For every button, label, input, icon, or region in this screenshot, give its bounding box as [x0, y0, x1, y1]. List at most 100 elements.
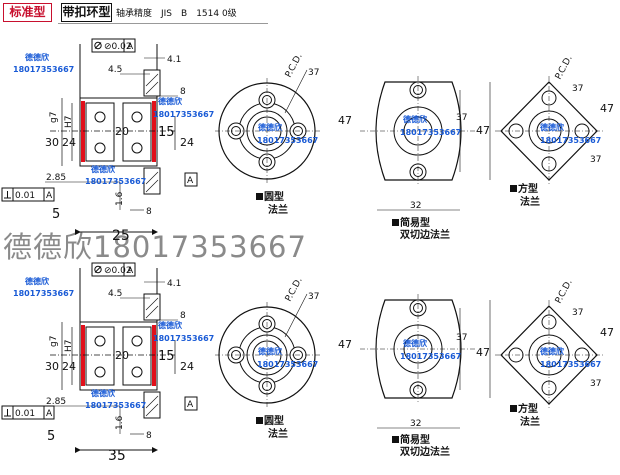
- dim-4-1: 4.1: [167, 55, 181, 65]
- svg-text:德德欣: 德德欣: [25, 276, 50, 286]
- simple-flange-top: 37 47 32 简易型 双切边法兰: [360, 76, 491, 241]
- svg-text:⊘0.02: ⊘0.02: [104, 266, 132, 276]
- svg-text:2.85: 2.85: [46, 397, 66, 407]
- pcd-label: P.C.D.: [284, 52, 305, 79]
- simple-label: 简易型: [400, 216, 430, 229]
- svg-text:g7: g7: [49, 336, 59, 347]
- svg-text:18017353667: 18017353667: [13, 289, 74, 298]
- svg-text:18017353667: 18017353667: [85, 177, 146, 186]
- square-label: 方型: [518, 182, 538, 195]
- svg-text:德德欣: 德德欣: [91, 388, 116, 398]
- svg-text:德德欣: 德德欣: [25, 52, 50, 62]
- svg-text:双切边法兰: 双切边法兰: [400, 445, 450, 458]
- svg-text:圆型: 圆型: [264, 414, 284, 427]
- svg-text:32: 32: [410, 201, 421, 211]
- round-flange-bottom: P.C.D. 37 47 圆型 法兰: [215, 276, 352, 440]
- dim-8-top: 8: [180, 87, 186, 97]
- svg-text:德德欣: 德德欣: [258, 346, 283, 356]
- svg-text:德德欣: 德德欣: [540, 346, 565, 356]
- svg-text:32: 32: [410, 419, 421, 429]
- svg-text:德德欣: 德德欣: [91, 164, 116, 174]
- svg-text:A: A: [187, 400, 194, 410]
- perp-value: 0.01: [15, 191, 35, 201]
- svg-text:15: 15: [158, 349, 175, 364]
- svg-text:8: 8: [146, 431, 152, 441]
- svg-text:37: 37: [572, 308, 583, 318]
- tolerance-value: ⊘0.02: [104, 42, 132, 52]
- svg-text:37: 37: [456, 333, 467, 343]
- H7-tol: H7: [64, 116, 74, 129]
- svg-text:37: 37: [308, 68, 319, 78]
- svg-text:18017353667: 18017353667: [257, 136, 318, 145]
- svg-text:24: 24: [180, 360, 194, 373]
- square-flange-bottom: P.C.D. 37 47 37 方型 法兰: [495, 278, 614, 428]
- svg-text:德德欣: 德德欣: [403, 338, 428, 348]
- svg-text:0.01: 0.01: [15, 409, 35, 419]
- svg-text:法兰: 法兰: [520, 195, 540, 208]
- svg-text:18017353667: 18017353667: [13, 65, 74, 74]
- upper-section-view: ⊘0.02 A 20: [1, 38, 198, 244]
- svg-text:47: 47: [338, 114, 352, 127]
- watermark-tags: 德德欣 18017353667 德德欣 18017353667 德德欣 1801…: [13, 52, 601, 410]
- svg-text:18017353667: 18017353667: [400, 128, 461, 137]
- dim-8-bottom: 8: [146, 207, 152, 217]
- lower-section-view: ⊘0.02 A 20 30 24 g7: [1, 262, 198, 464]
- svg-text:47: 47: [600, 102, 614, 115]
- svg-text:P.C.D.: P.C.D.: [554, 54, 575, 81]
- svg-text:20: 20: [115, 349, 129, 362]
- dim-2-85: 2.85: [46, 173, 66, 183]
- svg-text:德德欣: 德德欣: [258, 122, 283, 132]
- svg-text:47: 47: [600, 326, 614, 339]
- dim-5: 5: [52, 207, 60, 222]
- precision-text: 轴承精度 JIS B 1514 0级: [116, 9, 237, 19]
- outer-dia-30: 30: [45, 136, 59, 149]
- svg-text:18017353667: 18017353667: [257, 360, 318, 369]
- svg-text:30: 30: [45, 360, 59, 373]
- svg-text:37: 37: [308, 292, 319, 302]
- round-flange-top: P.C.D. 37 47 圆型 法兰: [215, 52, 352, 216]
- svg-text:4.5: 4.5: [108, 289, 122, 299]
- dim-4-5: 4.5: [108, 65, 122, 75]
- svg-text:德德欣: 德德欣: [403, 114, 428, 124]
- svg-text:法兰: 法兰: [520, 415, 540, 428]
- svg-text:德德欣: 德德欣: [158, 96, 183, 106]
- svg-text:24: 24: [62, 360, 76, 373]
- header-rule: [58, 23, 268, 24]
- svg-text:A: A: [127, 266, 134, 276]
- length-top: 25: [112, 228, 130, 244]
- rough-1-6: 1.6: [115, 191, 125, 206]
- simple-flange-bottom: 37 47 32 简易型 双切边法兰: [360, 294, 491, 458]
- round-label: 圆型: [264, 190, 284, 203]
- square-flange-top: P.C.D. 37 47 37 方型 法兰: [495, 54, 614, 208]
- svg-text:47: 47: [338, 338, 352, 351]
- outer-dia-24: 24: [62, 136, 76, 149]
- inner-dia-label: 20: [115, 125, 129, 138]
- type-tag: 标准型: [3, 3, 52, 22]
- svg-text:A: A: [46, 409, 53, 419]
- svg-text:双切边法兰: 双切边法兰: [400, 228, 450, 241]
- svg-text:18017353667: 18017353667: [540, 136, 601, 145]
- right-24: 24: [180, 136, 194, 149]
- svg-text:8: 8: [180, 311, 186, 321]
- datum-a-box: A: [187, 176, 194, 186]
- svg-text:德德欣: 德德欣: [158, 320, 183, 330]
- tolerance-datum: A: [127, 42, 134, 52]
- svg-text:18017353667: 18017353667: [400, 352, 461, 361]
- svg-text:1.6: 1.6: [115, 415, 125, 430]
- svg-text:4.1: 4.1: [167, 279, 181, 289]
- svg-text:37: 37: [590, 379, 601, 389]
- svg-text:18017353667: 18017353667: [540, 360, 601, 369]
- svg-text:H7: H7: [64, 340, 74, 353]
- svg-text:18017353667: 18017353667: [153, 334, 214, 343]
- svg-text:方型: 方型: [518, 402, 538, 415]
- g7-tol: g7: [49, 112, 59, 123]
- svg-text:18017353667: 18017353667: [153, 110, 214, 119]
- svg-text:法兰: 法兰: [268, 427, 288, 440]
- right-15: 15: [158, 125, 175, 140]
- svg-text:德德欣: 德德欣: [540, 122, 565, 132]
- svg-text:47: 47: [476, 124, 490, 137]
- svg-text:37: 37: [590, 155, 601, 165]
- title-box: 带扣环型: [61, 3, 112, 22]
